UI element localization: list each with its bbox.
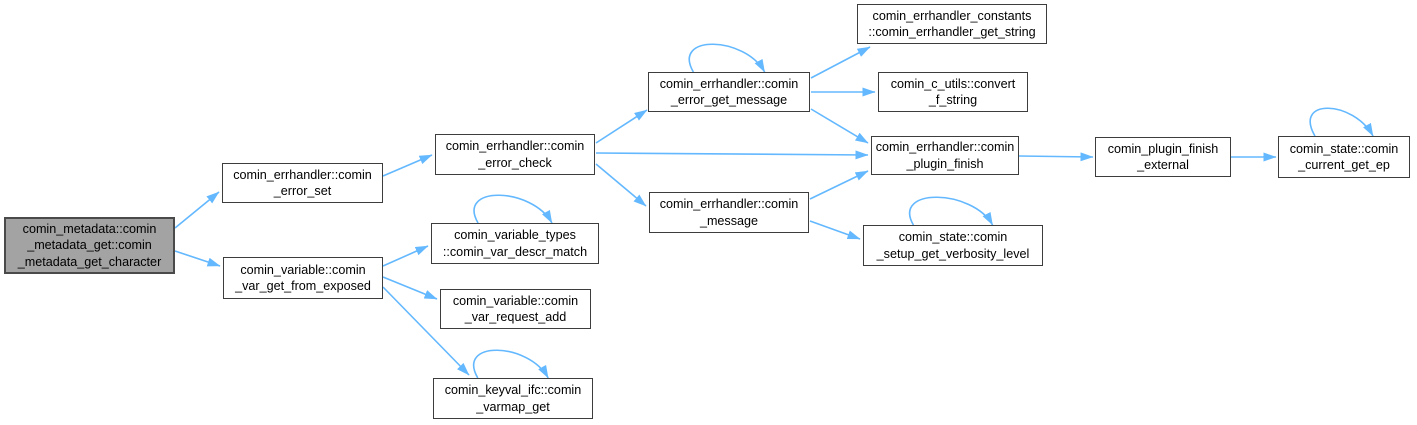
edge-message-to-plugin-finish (809, 170, 869, 200)
node-label-line: comin_variable_types (454, 228, 576, 243)
node-label-line: _external (1137, 158, 1189, 172)
node-label-line: _error_get_message (670, 93, 788, 107)
node-label-line: _var_get_from_exposed (235, 279, 371, 293)
edge-error-get-message-to-errhandler-get-string (810, 46, 871, 79)
node-label-line: _plugin_finish (906, 156, 984, 171)
node-label-line: comin_errhandler::comin (659, 76, 799, 91)
node-label-line: _setup_get_verbosity_level (876, 246, 1030, 261)
node-message[interactable]: comin_errhandler::comin_message (649, 192, 809, 233)
node-label-line: comin_errhandler_constants (872, 8, 1032, 23)
node-label-line: _metadata_get::comin (27, 238, 152, 253)
node-plugin-finish[interactable]: comin_errhandler::comin_plugin_finish (871, 136, 1019, 175)
edge-metadata-get-character-to-var-get-from-exposed (174, 250, 221, 267)
node-label-line: comin_state::comin (1289, 141, 1399, 156)
node-label-line: _message (699, 213, 759, 228)
edge-var-get-from-exposed-to-var-request-add (382, 276, 438, 300)
node-label-line: _metadata_get_character (17, 254, 162, 269)
edge-current-get-ep-to-current-get-ep (1309, 107, 1374, 137)
node-label-line: comin_keyval_ifc::comin (444, 383, 582, 398)
node-error-get-message[interactable]: comin_errhandler::comin_error_get_messag… (648, 72, 810, 112)
node-label-line: _f_string (928, 93, 978, 107)
edge-metadata-get-character-to-error-set (174, 191, 220, 229)
node-label-line: comin_variable::comin (240, 262, 366, 277)
node-label-line: ::comin_errhandler_get_string (868, 25, 1036, 39)
node-label-line: _var_request_add (464, 310, 567, 324)
edge-error-check-to-error-get-message (595, 109, 648, 144)
edge-plugin-finish-to-plugin-finish-external (1018, 152, 1094, 162)
node-var-get-from-exposed[interactable]: comin_variable::comin_var_get_from_expos… (223, 257, 383, 299)
node-label-line: _current_get_ep (1298, 158, 1390, 172)
node-label-line: comin_metadata::comin (22, 221, 157, 236)
node-varmap-get[interactable]: comin_keyval_ifc::comin_varmap_get (433, 378, 593, 419)
node-setup-get-verbosity-level[interactable]: comin_state::comin_setup_get_verbosity_l… (863, 225, 1043, 266)
edge-message-to-setup-get-verbosity-level (809, 220, 861, 240)
node-label-line: comin_errhandler::comin (445, 139, 585, 154)
edge-setup-get-verbosity-level-to-setup-get-verbosity-level (909, 196, 994, 226)
node-label-line: comin_plugin_finish (1107, 141, 1219, 156)
edge-varmap-get-to-varmap-get (473, 349, 549, 379)
node-label-line: comin_errhandler::comin (875, 140, 1015, 155)
node-label-line: comin_variable::comin (452, 293, 579, 308)
edge-error-set-to-error-check (382, 154, 433, 177)
node-label-line: comin_state::comin (898, 230, 1008, 245)
node-var-descr-match[interactable]: comin_variable_types::comin_var_descr_ma… (431, 223, 599, 264)
edge-var-get-from-exposed-to-var-descr-match (382, 245, 429, 267)
edge-var-get-from-exposed-to-varmap-get (382, 286, 470, 376)
edge-error-get-message-to-plugin-finish (810, 108, 869, 144)
node-label-line: comin_errhandler::comin (233, 167, 372, 182)
edge-error-get-message-to-error-get-message (688, 43, 766, 73)
node-label-line: _error_set (273, 184, 332, 198)
node-label-line: comin_errhandler::comin (659, 197, 799, 212)
node-error-set[interactable]: comin_errhandler::comin_error_set (222, 163, 383, 203)
edge-error-check-to-message (595, 163, 647, 207)
node-var-request-add[interactable]: comin_variable::comin_var_request_add (440, 289, 591, 329)
edge-var-descr-match-to-var-descr-match (473, 194, 553, 224)
node-label-line: _varmap_get (476, 399, 550, 414)
node-convert-f-string[interactable]: comin_c_utils::convert_f_string (878, 72, 1028, 112)
node-current-get-ep[interactable]: comin_state::comin_current_get_ep (1278, 136, 1410, 178)
node-metadata-get-character: comin_metadata::comin_metadata_get::comi… (4, 217, 175, 274)
node-label-line: comin_c_utils::convert (890, 76, 1016, 91)
node-label-line: ::comin_var_descr_match (442, 244, 588, 259)
node-plugin-finish-external[interactable]: comin_plugin_finish _external (1095, 137, 1231, 177)
node-errhandler-get-string[interactable]: comin_errhandler_constants::comin_errhan… (857, 4, 1047, 44)
node-error-check[interactable]: comin_errhandler::comin_error_check (435, 134, 595, 175)
edge-error-check-to-plugin-finish (595, 150, 869, 160)
node-label-line: _error_check (478, 155, 552, 170)
